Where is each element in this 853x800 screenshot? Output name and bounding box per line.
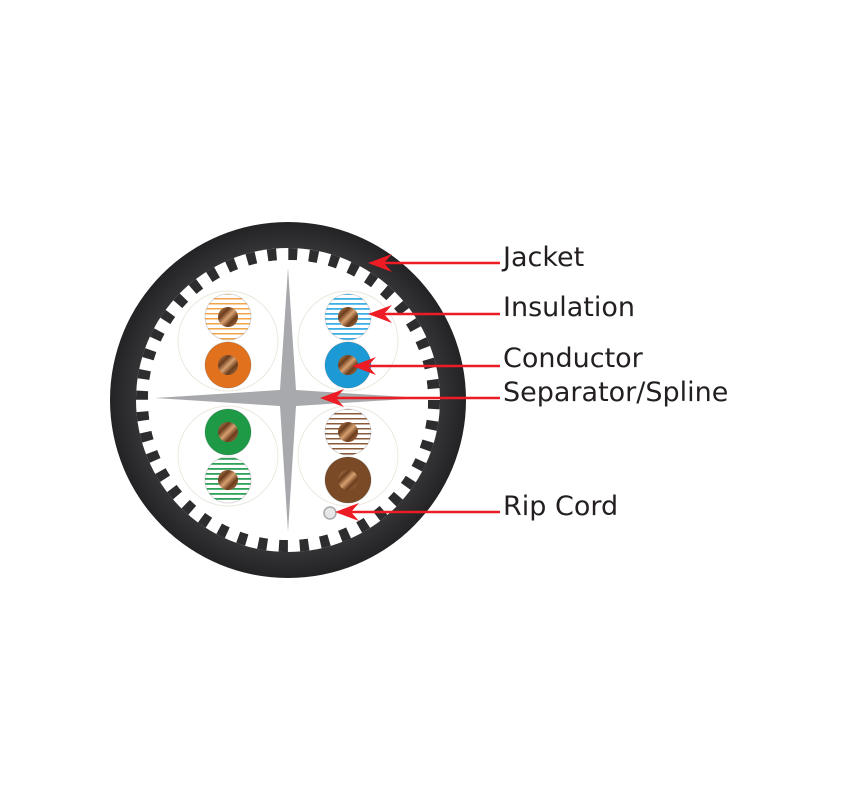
label-separator-spline: Separator/Spline xyxy=(503,377,729,408)
label-rip-cord: Rip Cord xyxy=(503,491,619,522)
wire-orange-white-stripe xyxy=(204,293,252,341)
leader-arrows xyxy=(320,254,500,521)
conductor xyxy=(338,355,358,375)
conductor xyxy=(218,422,238,442)
conductor xyxy=(338,307,358,327)
arrow-spline xyxy=(320,389,500,407)
wire-brown-solid xyxy=(324,456,372,504)
arrow-insulation xyxy=(368,305,500,323)
label-jacket: Jacket xyxy=(503,242,585,273)
label-insulation: Insulation xyxy=(503,292,636,323)
twisted-pairs xyxy=(204,293,372,504)
rip-cord xyxy=(323,506,337,520)
wire-blue-white-stripe xyxy=(324,293,372,341)
pair-boundaries xyxy=(177,290,399,507)
arrow-rip-cord xyxy=(335,503,500,521)
wire-green-white-stripe xyxy=(204,456,252,504)
conductor xyxy=(218,307,238,327)
arrow-conductor xyxy=(352,357,500,375)
conductor xyxy=(218,355,238,375)
arrow-jacket xyxy=(368,254,500,272)
wire-green-solid xyxy=(204,408,252,456)
wire-brown-white-stripe xyxy=(324,408,372,456)
wire-orange-solid xyxy=(204,341,252,389)
conductor xyxy=(338,470,358,490)
label-conductor: Conductor xyxy=(503,343,643,374)
conductor xyxy=(218,470,238,490)
conductor xyxy=(338,422,358,442)
wire-blue-solid xyxy=(324,341,372,389)
separator-spline xyxy=(155,268,422,532)
